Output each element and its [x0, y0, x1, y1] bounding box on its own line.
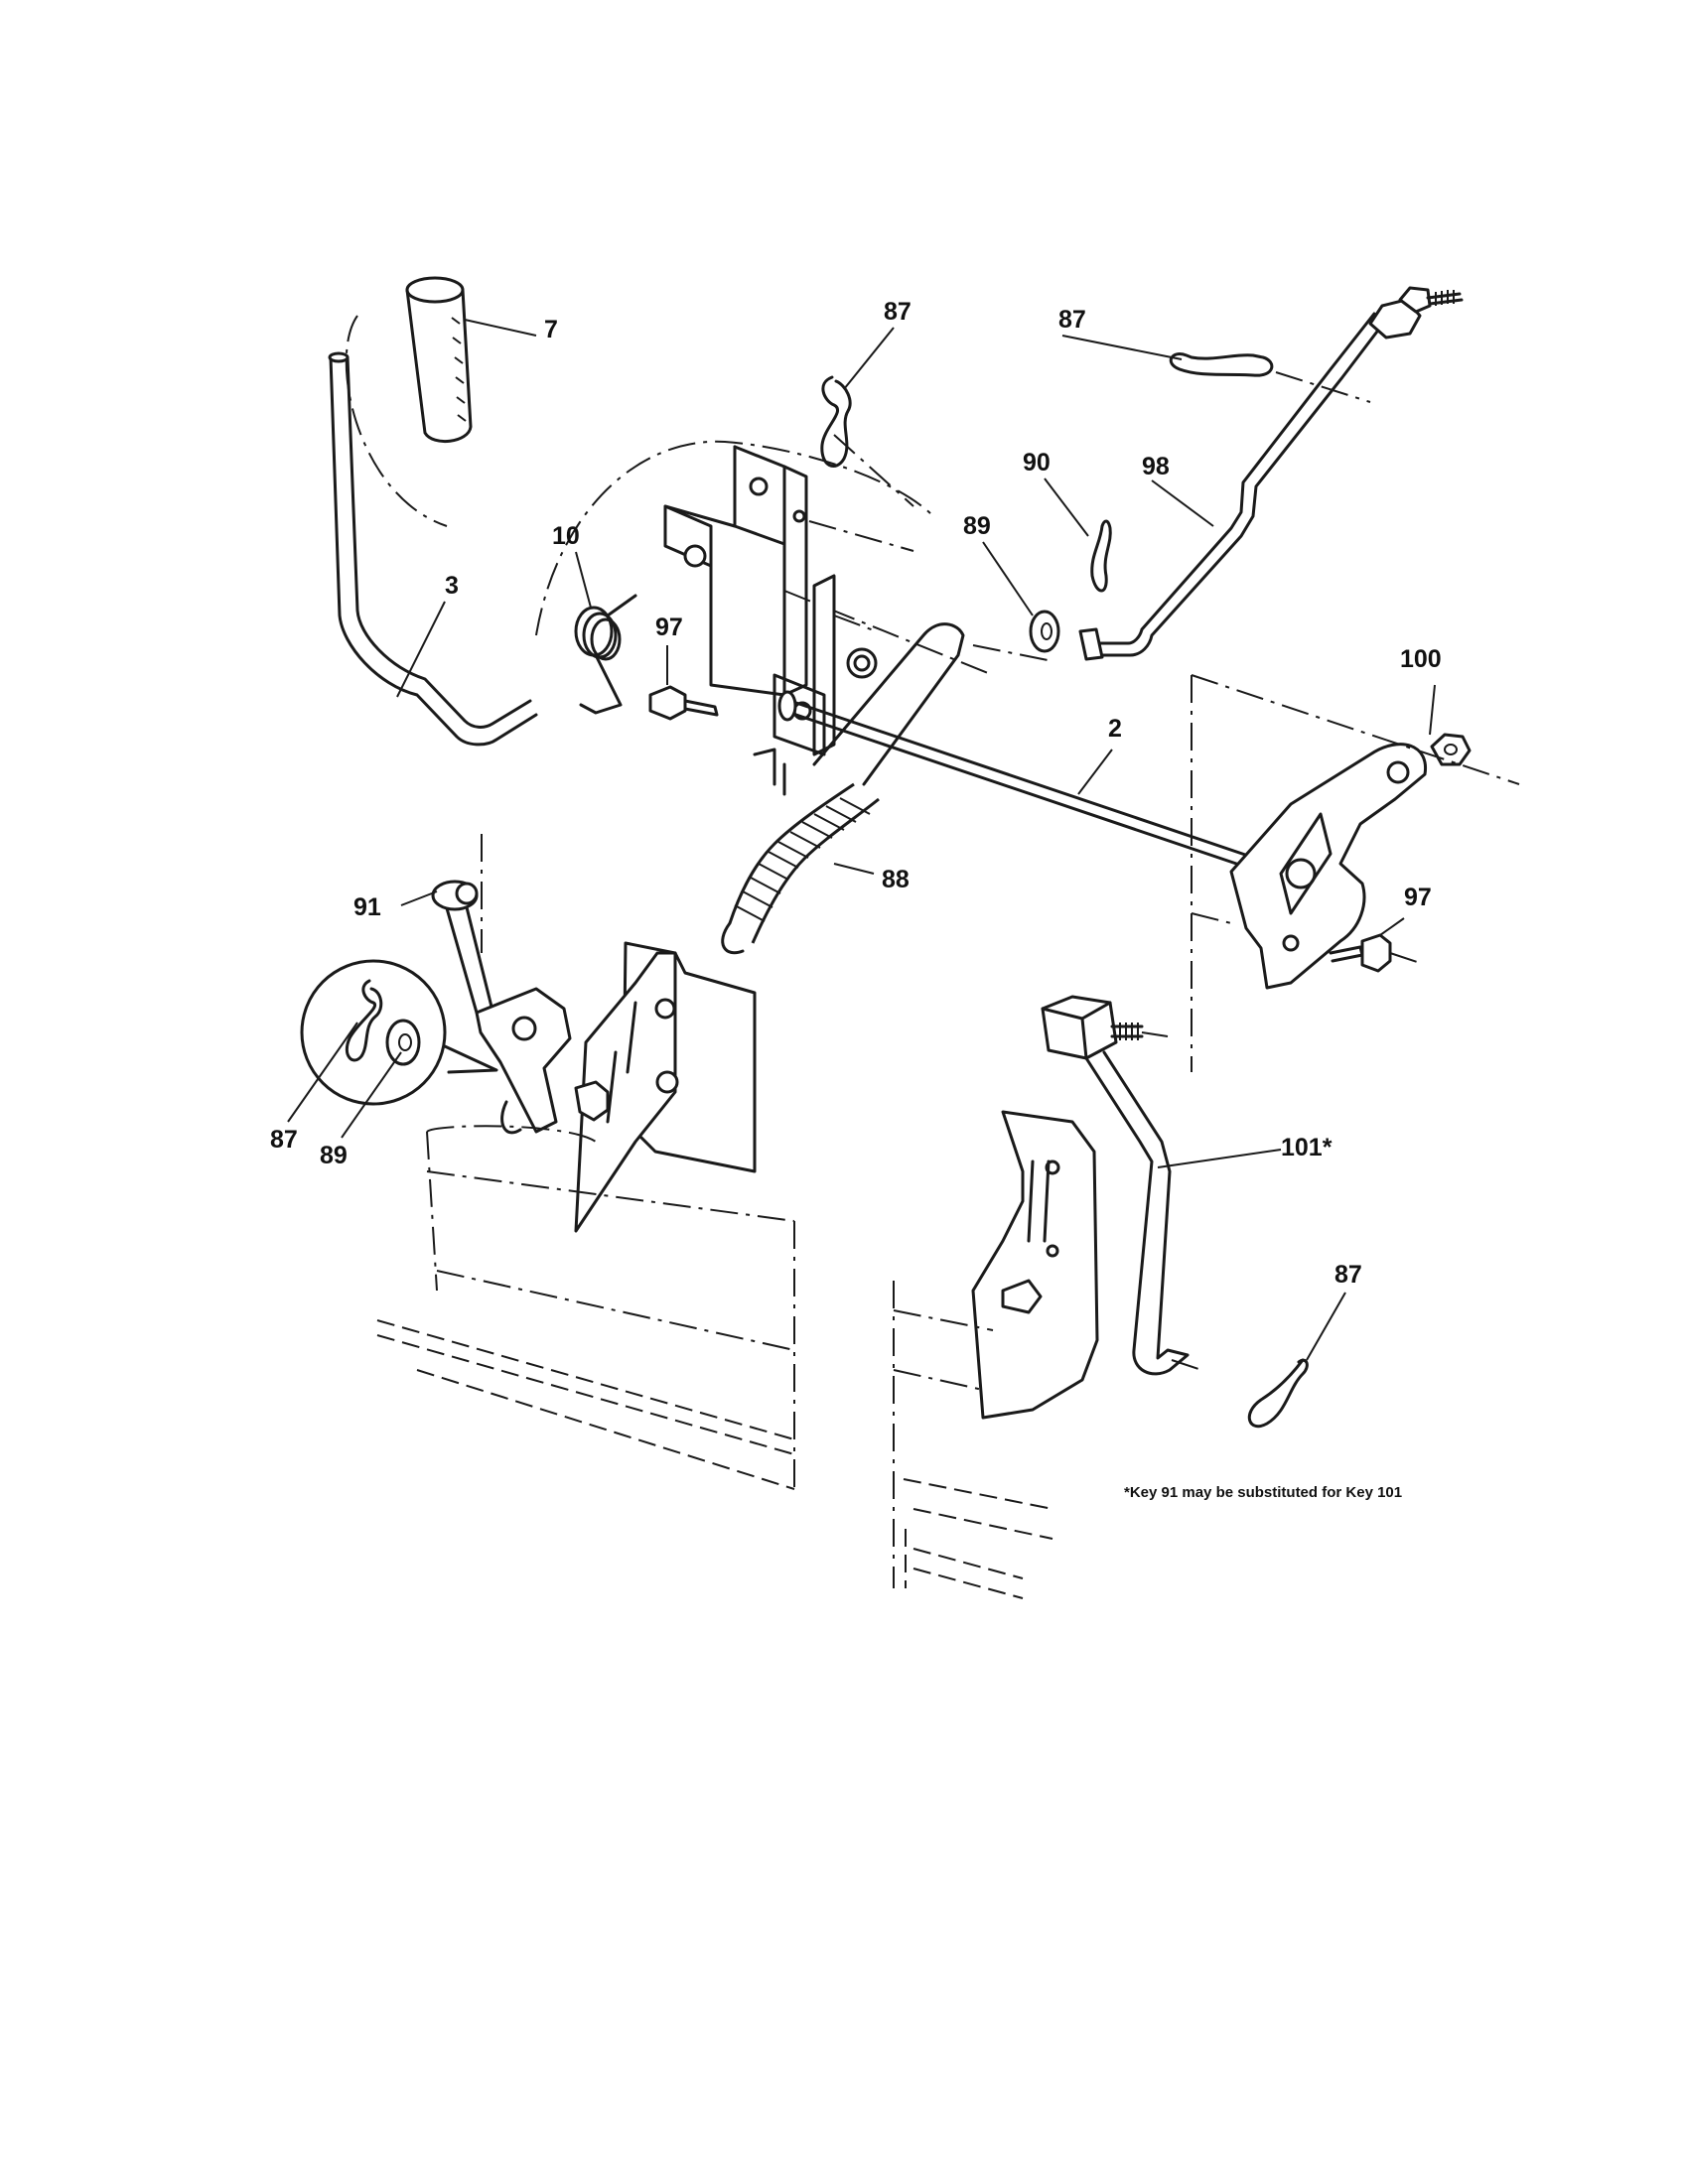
callout-97-left: 97 — [655, 614, 683, 641]
phantom-line-right-top — [1191, 674, 1520, 785]
lift-shaft — [777, 690, 1259, 871]
left-deck-bracket — [574, 941, 757, 1233]
phantom-arc-top — [535, 440, 934, 636]
phantom-line-right-bolt — [1389, 952, 1421, 964]
callout-89-top: 89 — [963, 512, 991, 540]
right-deck-bracket — [971, 1110, 1099, 1420]
phantom-line-hole — [833, 614, 875, 631]
callout-labels: 7 87 87 90 98 89 10 3 97 100 2 88 97 91 … — [270, 298, 1442, 1289]
right-deck-phantom — [893, 1281, 1202, 1599]
spring-hook-link — [812, 622, 965, 786]
hairpin-clip-87-bottom-right — [1247, 1358, 1309, 1429]
extension-spring — [721, 782, 880, 955]
washer-89-top — [1029, 610, 1060, 653]
phantom-line-block — [1141, 1031, 1169, 1037]
bolt-97-left — [648, 685, 719, 721]
nut-100 — [1430, 733, 1472, 766]
link-rod-98 — [1078, 286, 1464, 661]
callout-98: 98 — [1142, 453, 1170, 480]
phantom-line-rod-mid — [972, 644, 1053, 662]
substitution-footnote: *Key 91 may be substituted for Key 101 — [1124, 1484, 1402, 1501]
callout-97-right: 97 — [1404, 884, 1432, 911]
hairpin-clip-90 — [1090, 519, 1112, 593]
detail-inset — [300, 959, 498, 1106]
adjuster-rod-101 — [1084, 1050, 1190, 1376]
hairpin-clip-87-top-right — [1169, 352, 1274, 377]
phantom-line-bracket-right — [808, 520, 914, 552]
phantom-line-clip-top — [833, 434, 914, 507]
lift-lever — [328, 351, 538, 747]
callout-10: 10 — [552, 522, 580, 550]
callout-90: 90 — [1023, 449, 1051, 477]
handle-grip — [405, 276, 473, 444]
left-deck-phantom — [376, 1125, 795, 1490]
torsion-spring — [574, 594, 637, 715]
callout-87-bottom-right: 87 — [1334, 1261, 1362, 1289]
left-pivot-plate — [475, 987, 610, 1135]
callout-7: 7 — [544, 316, 558, 343]
callout-100: 100 — [1400, 645, 1442, 673]
left-link-arm — [431, 880, 496, 1021]
callout-91: 91 — [353, 893, 381, 921]
adjuster-block — [1041, 995, 1144, 1060]
phantom-line-rod-top — [1275, 371, 1371, 403]
leader-lines — [287, 319, 1436, 1361]
mounting-bracket — [663, 445, 808, 697]
callout-3: 3 — [445, 572, 459, 600]
phantom-line-right-pin — [1191, 912, 1232, 924]
right-pivot-plate — [1229, 743, 1427, 990]
callout-87-top-center: 87 — [884, 298, 912, 326]
callout-87-inset: 87 — [270, 1126, 298, 1154]
callout-2: 2 — [1108, 715, 1122, 743]
callout-88: 88 — [882, 866, 910, 893]
callout-101: 101* — [1281, 1134, 1333, 1161]
phantom-arc — [345, 315, 448, 527]
hairpin-clip-87-top-center — [820, 375, 852, 468]
callout-87-top-right: 87 — [1058, 306, 1086, 334]
callout-89-inset: 89 — [320, 1142, 348, 1169]
